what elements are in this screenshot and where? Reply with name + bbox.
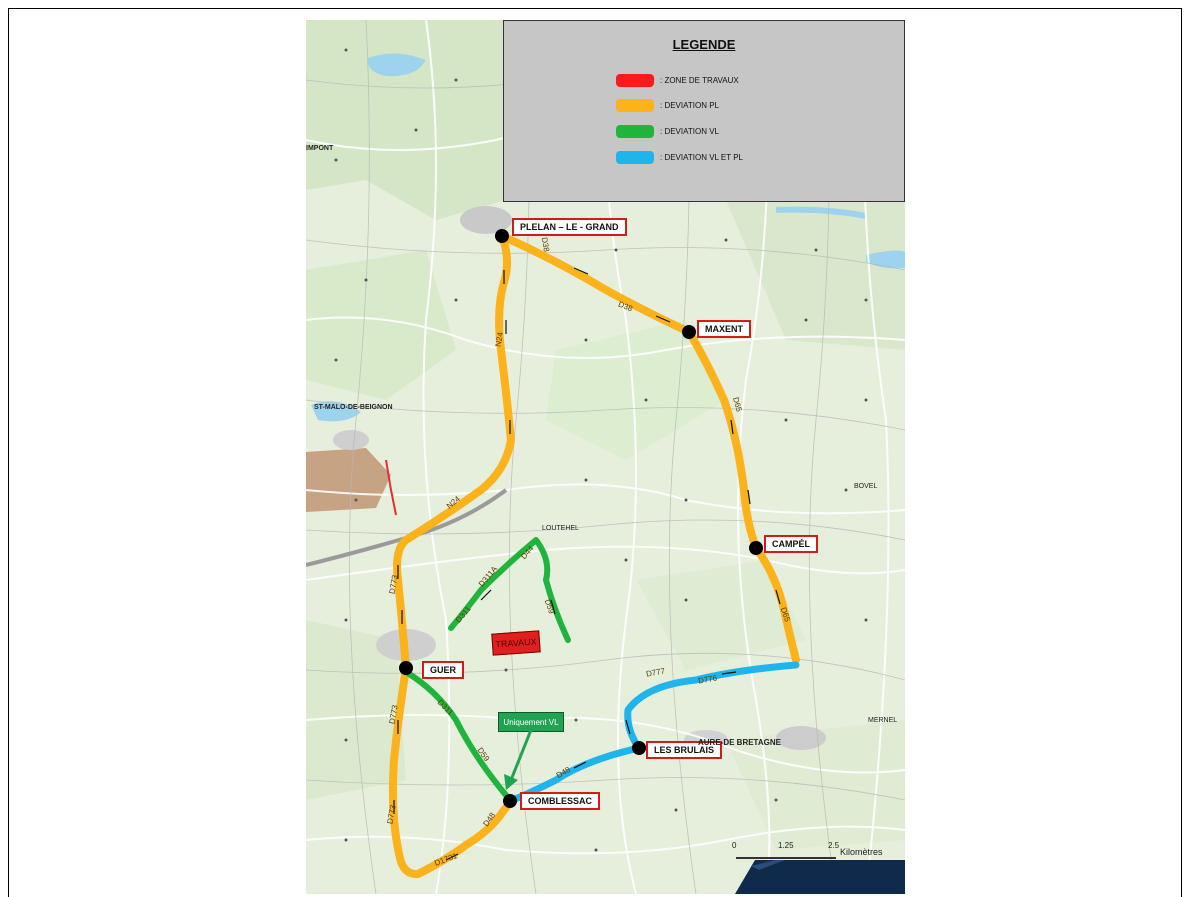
place-label: MERNEL [868, 717, 898, 724]
town-label-comblessac: COMBLESSAC [520, 792, 601, 810]
place-label: LOUTEHEL [542, 525, 579, 532]
town-marker-campel [749, 541, 763, 555]
place-label: IMPONT [306, 145, 334, 152]
scale-tick-end: 2.5 [828, 841, 840, 850]
place-label: BOVEL [854, 483, 878, 490]
legend-swatch-green [616, 125, 654, 138]
legend-label: : DEVIATION PL [660, 101, 719, 110]
legend-label: : DEVIATION VL [660, 127, 719, 136]
legend-swatch-blue [616, 151, 654, 164]
place-label: AURE-DE BRETAGNE [698, 738, 781, 747]
scale-tick-mid: 1.25 [778, 841, 794, 850]
vl-callout-arrow [504, 729, 533, 790]
corner-decoration [735, 860, 905, 894]
town-label-plelan: PLELAN – LE - GRAND [512, 218, 627, 236]
place-label: ST-MALO-DE-BEIGNON [314, 404, 393, 411]
town-marker-plelan [495, 229, 509, 243]
town-label-campel: CAMPÉL [764, 535, 818, 553]
legend-label: : ZONE DE TRAVAUX [660, 76, 739, 85]
scale-tick-zero: 0 [732, 841, 737, 850]
legend-title: LEGENDE [672, 37, 736, 52]
deviation-map: LEGENDE : ZONE DE TRAVAUX : DEVIATION PL… [306, 20, 905, 894]
town-marker-maxent [682, 325, 696, 339]
town-label-les-brulais: LES BRULAIS [646, 741, 723, 759]
scale-unit: Kilomètres [840, 847, 883, 857]
town-marker-les-brulais [632, 741, 646, 755]
town-label-guer: GUER [422, 661, 465, 679]
scale-line [736, 857, 836, 859]
map-legend: LEGENDE : ZONE DE TRAVAUX : DEVIATION PL… [503, 20, 905, 202]
town-marker-guer [399, 661, 413, 675]
town-label-maxent: MAXENT [697, 320, 751, 338]
legend-swatch-red [616, 74, 654, 87]
legend-label: : DEVIATION VL ET PL [660, 153, 743, 162]
town-marker-comblessac [503, 794, 517, 808]
scale-bar: 0 1.25 2.5 Kilomètres [732, 835, 883, 875]
legend-swatch-orange [616, 99, 654, 112]
